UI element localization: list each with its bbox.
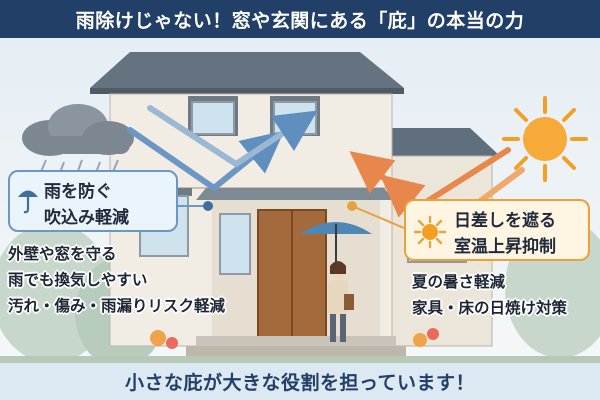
rain-deflection-arrows (127, 105, 318, 192)
footer-band: 小さな庇が大きな役割を担っています！ (0, 363, 600, 400)
woman-with-umbrella (300, 222, 372, 342)
title-bar: 雨除けじゃない！窓や玄関にある「庇」の本当の力 (0, 0, 600, 38)
rain-callout-line1: 雨を防ぐ (44, 182, 112, 202)
rain-callout-line2: 吹込み軽減 (44, 208, 129, 228)
sun-benefit-heat: 夏の暑さ軽減 (412, 273, 506, 291)
sun-callout-line2: 室温上昇抑制 (454, 237, 556, 257)
sun-icon (502, 96, 588, 182)
callout-connectors (178, 201, 405, 229)
umbrella-icon (16, 184, 40, 218)
footer-tagline: 小さな庇が大きな役割を担っています！ (124, 372, 476, 394)
rain-benefit-ventilation: 雨でも換気しやすい (8, 271, 148, 289)
sun-callout-line1: 日差しを遮る (454, 211, 556, 231)
flower-pots (150, 328, 439, 349)
sun-callout: 日差しを遮る 室温上昇抑制 (404, 199, 590, 261)
sun-benefit-fading: 家具・床の日焼け対策 (412, 299, 568, 317)
entrance (196, 188, 394, 346)
rain-callout: 雨を防ぐ 吹込み軽減 (8, 170, 178, 232)
entrance-steps (0, 336, 600, 363)
page-title: 雨除けじゃない！窓や玄関にある「庇」の本当の力 (75, 9, 525, 32)
rain-benefit-walls: 外壁や窓を守る (8, 245, 117, 263)
rain-benefit-damage: 汚れ・傷み・雨漏りリスク軽減 (8, 297, 226, 315)
sun-icon (413, 215, 447, 252)
